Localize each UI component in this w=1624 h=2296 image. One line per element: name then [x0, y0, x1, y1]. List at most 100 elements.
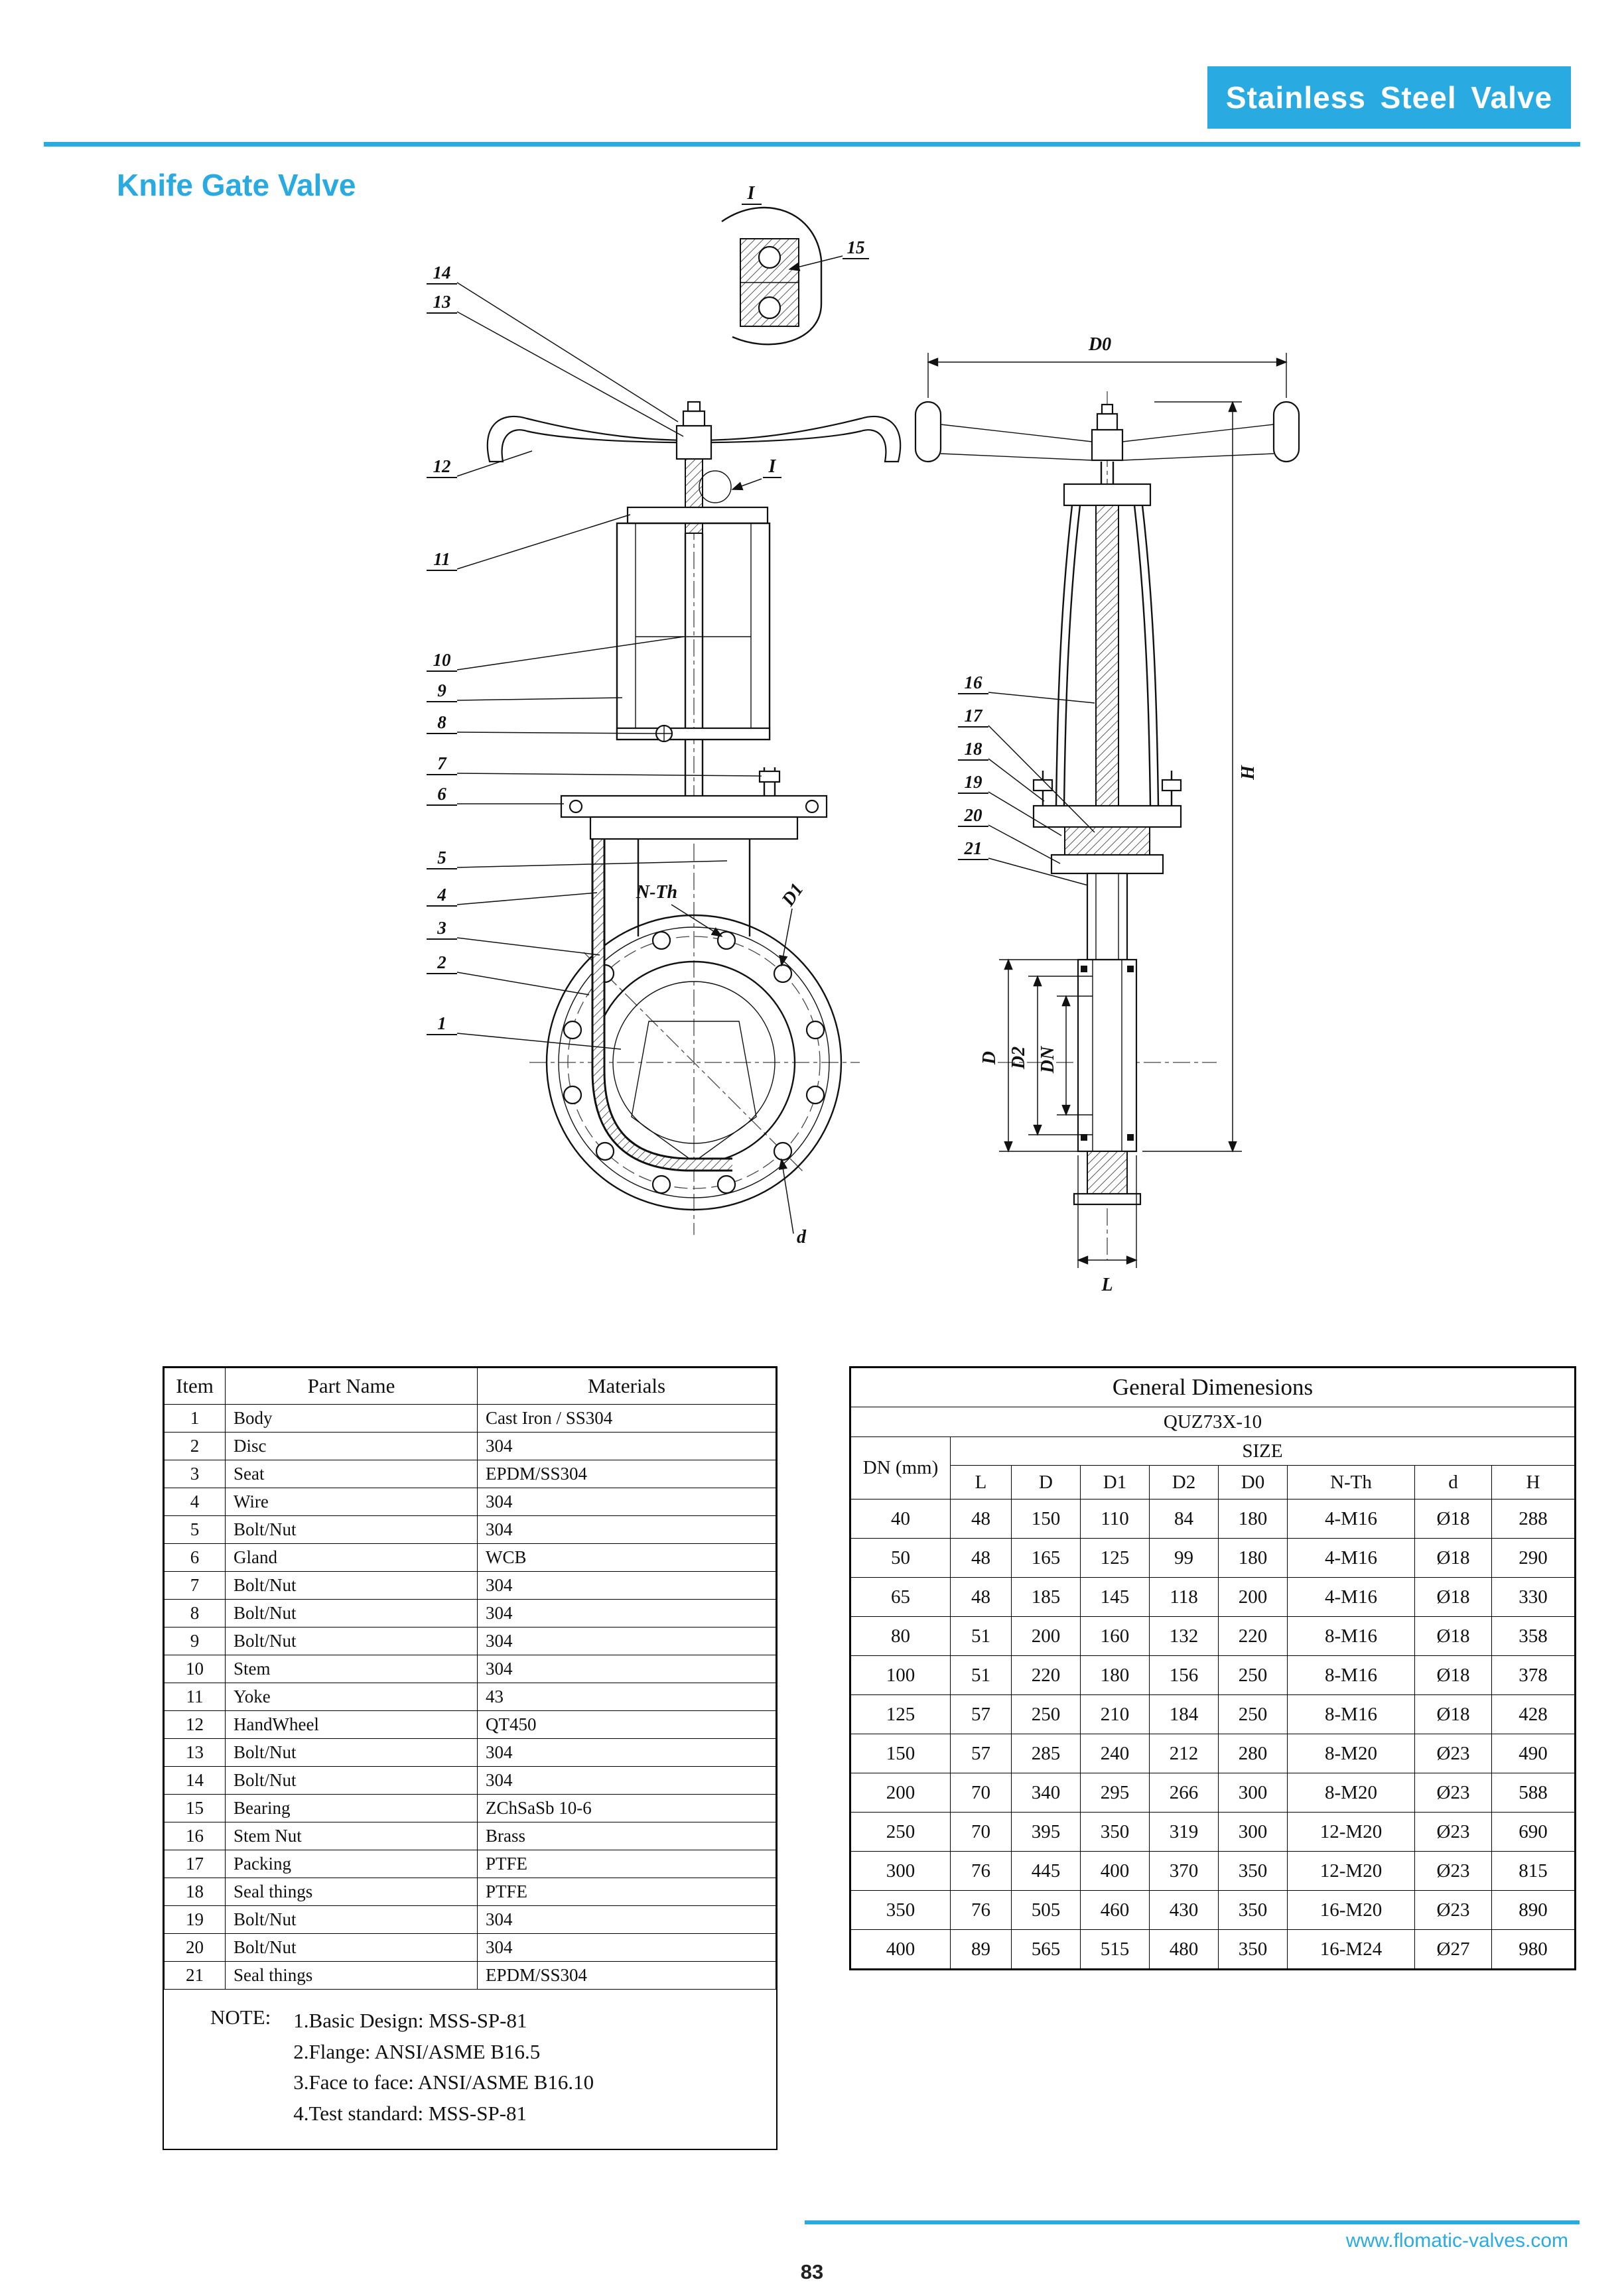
part-name: Bolt/Nut	[225, 1599, 478, 1627]
material: ZChSaSb 10-6	[477, 1794, 776, 1822]
l-value: 51	[950, 1616, 1012, 1656]
dims-col-dn: DN (mm)	[850, 1436, 951, 1499]
part-name: Bolt/Nut	[225, 1933, 478, 1962]
h-value: 428	[1491, 1694, 1575, 1734]
dim-label-h: H	[1238, 765, 1258, 781]
h-value: 980	[1491, 1929, 1575, 1969]
material: EPDM/SS304	[477, 1460, 776, 1488]
part-name: Bearing	[225, 1794, 478, 1822]
part-name: Bolt/Nut	[225, 1571, 478, 1600]
d1-value: 210	[1080, 1694, 1150, 1734]
l-value: 89	[950, 1929, 1012, 1969]
gland-assembly	[560, 767, 828, 840]
d-small-value: Ø23	[1414, 1734, 1492, 1773]
part-name: Body	[225, 1404, 478, 1433]
d2-value: 370	[1149, 1851, 1219, 1891]
d-value: 445	[1011, 1851, 1081, 1891]
callout-label: 17	[965, 706, 984, 726]
h-value: 290	[1491, 1538, 1575, 1578]
part-name: HandWheel	[225, 1710, 478, 1739]
dim-label-l: L	[1101, 1275, 1113, 1295]
d-small-value: Ø18	[1414, 1499, 1492, 1539]
side-view-callouts: 16 17 18 19 20 21	[958, 672, 1095, 886]
d0-value: 300	[1218, 1773, 1288, 1813]
parts-col-materials: Materials	[477, 1368, 776, 1405]
material: 304	[477, 1905, 776, 1934]
item-number: 21	[164, 1961, 226, 1990]
d-value: 285	[1011, 1734, 1081, 1773]
l-value: 48	[950, 1538, 1012, 1578]
h-value: 815	[1491, 1851, 1575, 1891]
part-name: Bolt/Nut	[225, 1766, 478, 1795]
dn-value: 50	[850, 1538, 951, 1578]
h-value: 330	[1491, 1577, 1575, 1617]
material: 304	[477, 1488, 776, 1516]
technical-drawing: I 15	[427, 183, 1300, 1295]
d-small-value: Ø18	[1414, 1538, 1492, 1578]
handwheel-side	[914, 401, 1300, 463]
part-name: Bolt/Nut	[225, 1738, 478, 1767]
item-number: 6	[164, 1543, 226, 1572]
h-value: 378	[1491, 1655, 1575, 1695]
page-title: Knife Gate Valve	[117, 168, 356, 202]
material: EPDM/SS304	[477, 1961, 776, 1990]
part-name: Disc	[225, 1432, 478, 1460]
d-value: 395	[1011, 1812, 1081, 1852]
d-small-value: Ø23	[1414, 1851, 1492, 1891]
dims-title-row: General Dimenesions	[850, 1368, 1575, 1407]
item-number: 4	[164, 1488, 226, 1516]
dim-label-d: D	[979, 1051, 1000, 1065]
part-name: Bolt/Nut	[225, 1627, 478, 1655]
gate-channel	[591, 819, 732, 1172]
l-value: 76	[950, 1851, 1012, 1891]
d0-value: 180	[1218, 1538, 1288, 1578]
parts-col-name: Part Name	[225, 1368, 478, 1405]
d-value: 165	[1011, 1538, 1081, 1578]
d1-value: 515	[1080, 1929, 1150, 1969]
dims-col-l: L	[950, 1465, 1012, 1499]
material: Brass	[477, 1822, 776, 1850]
d-value: 565	[1011, 1929, 1081, 1969]
dims-size-label: SIZE	[950, 1436, 1575, 1466]
l-value: 70	[950, 1773, 1012, 1813]
section-cut-label: I	[768, 456, 777, 477]
l-value: 48	[950, 1499, 1012, 1539]
front-view-callouts: 14 13 12 11 10 9 8 7 6 5 4 3 2 1	[427, 263, 762, 1050]
d2-value: 156	[1149, 1655, 1219, 1695]
item-number: 12	[164, 1710, 226, 1739]
d1-value: 125	[1080, 1538, 1150, 1578]
dims-col-dsmall: d	[1414, 1465, 1492, 1499]
material: 304	[477, 1627, 776, 1655]
part-name: Stem	[225, 1655, 478, 1683]
dim-label-d-small: d	[797, 1227, 807, 1247]
dn-value: 200	[850, 1773, 951, 1813]
dim-label-d2: D2	[1008, 1047, 1029, 1070]
d0-value: 220	[1218, 1616, 1288, 1656]
material: 304	[477, 1655, 776, 1683]
material: 43	[477, 1683, 776, 1711]
d-small-value: Ø23	[1414, 1890, 1492, 1930]
h-value: 690	[1491, 1812, 1575, 1852]
note-label: NOTE:	[210, 2006, 271, 2029]
material: 304	[477, 1432, 776, 1460]
part-name: Gland	[225, 1543, 478, 1572]
d2-value: 212	[1149, 1734, 1219, 1773]
dims-size-row: DN (mm) SIZE	[850, 1436, 1575, 1499]
d-value: 340	[1011, 1773, 1081, 1813]
item-number: 17	[164, 1850, 226, 1878]
l-value: 70	[950, 1812, 1012, 1852]
h-value: 588	[1491, 1773, 1575, 1813]
d0-value: 250	[1218, 1655, 1288, 1695]
body-side	[1073, 958, 1142, 1206]
dims-col-d1: D1	[1080, 1465, 1150, 1499]
